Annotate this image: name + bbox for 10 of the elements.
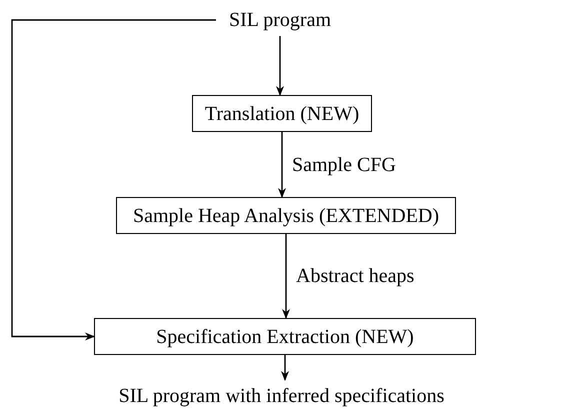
arrow [278,132,286,198]
edge-label: Sample CFG [292,152,396,178]
edge-label: Abstract heaps [296,264,414,289]
process-box: Specification Extraction (NEW) [94,318,476,355]
process-box: Translation (NEW) [192,95,372,132]
arrow [281,355,289,381]
process-box: Sample Heap Analysis (EXTENDED) [116,197,456,234]
arrow [282,234,290,319]
arrow [276,36,284,96]
arrow [11,19,216,340]
